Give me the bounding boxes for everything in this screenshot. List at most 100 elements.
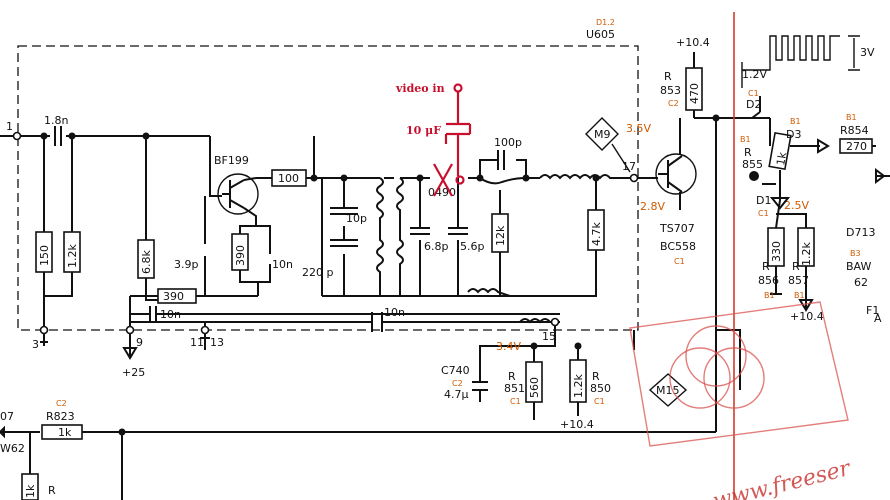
vcc-top: +10.4 xyxy=(676,36,710,49)
pin-11: 11 xyxy=(190,336,204,349)
c10n-label-a: 10n xyxy=(272,258,293,271)
bl-r823-val: 1k xyxy=(58,426,72,439)
r100-label: 100 xyxy=(278,172,299,185)
v-3v4: 3.4V xyxy=(496,340,521,353)
a-label: A xyxy=(874,312,882,325)
r856-name: 856 xyxy=(758,274,779,287)
r853-sub: C2 xyxy=(668,99,679,108)
r850-val: 1.2k xyxy=(572,374,585,398)
c740-symbol xyxy=(472,381,488,402)
c1-a: C1 xyxy=(748,89,759,98)
r851-name: 851 xyxy=(504,382,525,395)
r851-sub: C1 xyxy=(510,397,521,406)
r850-r: R xyxy=(592,370,600,383)
bottom-left-wiring xyxy=(0,425,123,500)
r854-val: 270 xyxy=(846,140,867,153)
bc558-label: BC558 xyxy=(660,240,696,253)
module-boundary xyxy=(17,45,639,331)
bl-r823: R823 xyxy=(46,410,75,423)
ts707-sub: C1 xyxy=(674,257,685,266)
d2-label: D2 xyxy=(746,98,761,111)
r857-val: 1.2k xyxy=(800,242,813,266)
main-wiring xyxy=(0,52,770,433)
m15-label: M15 xyxy=(656,384,680,397)
b1-c: B1 xyxy=(740,135,751,144)
resistor-boxes xyxy=(21,67,703,500)
r855-r: R xyxy=(744,146,752,159)
marker-m15 xyxy=(648,373,688,407)
right-side-wiring xyxy=(741,35,890,312)
v-3v5: 3.5V xyxy=(626,122,651,135)
v-2v8: 2.8V xyxy=(640,200,665,213)
block-ref: D1.2 xyxy=(596,18,615,27)
r854-label: R854 xyxy=(840,124,869,137)
ts707-label: TS707 xyxy=(659,222,695,235)
r857-r: R xyxy=(792,260,800,273)
pin-9: 9 xyxy=(136,336,143,349)
r150-label: 150 xyxy=(38,245,51,266)
d713-label: D713 xyxy=(846,226,875,239)
r853-val: 470 xyxy=(688,83,701,104)
coil-label: 0490 xyxy=(428,186,456,199)
c10n-label-c: 10n xyxy=(384,306,405,319)
baw62-label: 62 xyxy=(854,276,868,289)
video-in-label: video in xyxy=(395,82,445,95)
r857-sub: B1 xyxy=(794,291,805,300)
pin-17: 17 xyxy=(622,160,636,173)
r856-r: R xyxy=(762,260,770,273)
marker-m9 xyxy=(585,117,631,173)
pin-plus25: +25 xyxy=(122,366,145,379)
r851-r: R xyxy=(508,370,516,383)
block-name: U605 xyxy=(586,28,615,41)
pin-1: 1 xyxy=(6,120,13,133)
v-2v5: 2.5V xyxy=(784,199,809,212)
r857-name: 857 xyxy=(788,274,809,287)
bl-c2: C2 xyxy=(56,399,67,408)
c100p-label: 100p xyxy=(494,136,522,149)
pin-13: 13 xyxy=(210,336,224,349)
c220p-label: 220 p xyxy=(302,266,333,279)
r853-name: 853 xyxy=(660,84,681,97)
m9-label: M9 xyxy=(594,128,611,141)
watermark-text: www.freeser xyxy=(710,456,854,500)
bl-w62: W62 xyxy=(0,442,25,455)
vcc-right: +10.4 xyxy=(790,310,824,323)
vcc-bottom: +10.4 xyxy=(560,418,594,431)
stamp-watermark xyxy=(629,301,849,447)
r6k8-label: 6.8k xyxy=(140,250,153,274)
f1-label: F1 xyxy=(866,304,879,317)
b3-label: B3 xyxy=(850,249,861,258)
r856-sub: B1 xyxy=(764,291,775,300)
bl-rbot: R xyxy=(48,484,56,497)
video-in-mod xyxy=(433,83,472,197)
ts707-symbol xyxy=(655,153,697,195)
c10n-label-b: 10n xyxy=(160,308,181,321)
c740-sub: C2 xyxy=(452,379,463,388)
r850-sub: C1 xyxy=(594,397,605,406)
r390-label: 390 xyxy=(234,245,247,266)
r853-r: R xyxy=(664,70,672,83)
bf199-label: BF199 xyxy=(214,154,249,167)
r851-val: 560 xyxy=(528,377,541,398)
r12k-label: 12k xyxy=(494,225,507,246)
junction-dots xyxy=(40,114,720,436)
c5p6-label: 5.6p xyxy=(460,240,484,253)
r850-name: 850 xyxy=(590,382,611,395)
c1-b: C1 xyxy=(758,209,769,218)
pins xyxy=(12,131,639,360)
c6p8-label: 6.8p xyxy=(424,240,448,253)
bf199-symbol xyxy=(217,173,259,215)
c3p9-label: 3.9p xyxy=(174,258,198,271)
r855-name: 855 xyxy=(742,158,763,171)
b1-b: B1 xyxy=(846,113,857,122)
baw-label: BAW xyxy=(846,260,871,273)
pulse-low: 1.2V xyxy=(742,68,767,81)
r4k7-label: 4.7k xyxy=(590,222,603,246)
c740-val: 4.7μ xyxy=(444,388,469,401)
b1-a: B1 xyxy=(790,117,801,126)
bl-rbot-val: 1k xyxy=(24,484,37,498)
c740-name: C740 xyxy=(441,364,470,377)
cap-1n8-label: 1.8n xyxy=(44,114,68,127)
d3-label: D3 xyxy=(786,128,801,141)
